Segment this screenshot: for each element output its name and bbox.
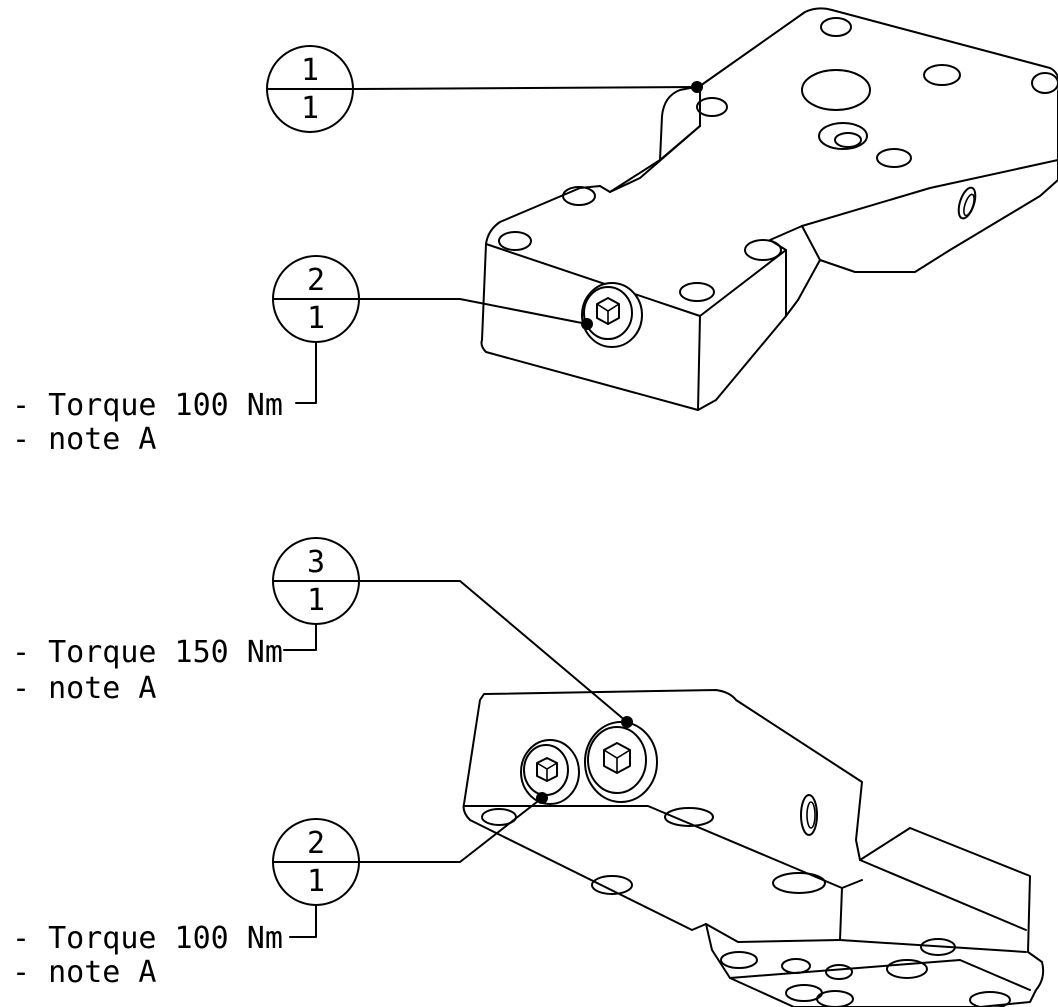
balloon-bottom-number: 1 [301, 91, 319, 126]
note-leader [289, 904, 317, 938]
counterbore-outer [818, 122, 868, 150]
hole [498, 231, 532, 251]
hole [562, 186, 596, 206]
balloon-bottom-number: 1 [307, 301, 325, 336]
balloon-3: 3 1 [272, 537, 360, 625]
balloon-top-number: 3 [307, 545, 325, 580]
top-part [480, 7, 1058, 411]
hole [481, 808, 517, 826]
balloon-top-number: 2 [307, 263, 325, 298]
hole [696, 97, 728, 117]
note-reference: - note A [12, 422, 157, 457]
hole [1031, 72, 1058, 94]
counterbore-inner [834, 132, 862, 148]
hex-screw-small [520, 739, 580, 805]
note-torque: - Torque 100 Nm [12, 388, 283, 423]
note-leader [295, 341, 317, 404]
hole [820, 17, 852, 37]
hex-screw [581, 282, 643, 348]
side-port [800, 794, 818, 836]
note-reference: - note A [12, 671, 157, 706]
note-1: - Torque 100 Nm - note A [12, 388, 283, 457]
balloon-top-number: 2 [307, 826, 325, 861]
note-leader [283, 623, 317, 651]
balloon-bottom-number: 1 [307, 583, 325, 618]
note-2: - Torque 150 Nm - note A [12, 635, 283, 706]
balloon-2: 2 1 [272, 255, 360, 343]
hole [876, 148, 912, 168]
hole [744, 239, 782, 261]
note-reference: - note A [12, 955, 157, 990]
hex-screw-large [584, 721, 658, 803]
hole [781, 958, 811, 974]
hole [720, 951, 758, 969]
hole [772, 872, 826, 894]
hole [825, 964, 853, 980]
hole [591, 875, 633, 895]
leader-line [358, 797, 543, 863]
hole [679, 282, 715, 302]
balloon-1: 1 1 [266, 45, 354, 133]
note-3: - Torque 100 Nm - note A [12, 921, 283, 990]
hole [664, 807, 714, 827]
hole [923, 64, 961, 86]
leader-line [358, 580, 628, 723]
hole [969, 991, 1011, 1007]
hole [816, 990, 854, 1007]
bottom-part [462, 689, 1045, 1007]
hole [920, 938, 956, 956]
note-torque: - Torque 150 Nm [12, 635, 283, 670]
balloon-bottom-number: 1 [307, 864, 325, 899]
leader-line [352, 86, 698, 90]
hole-large [801, 69, 871, 111]
balloon-4: 2 1 [272, 818, 360, 906]
balloon-top-number: 1 [301, 53, 319, 88]
note-torque: - Torque 100 Nm [12, 921, 283, 956]
hole [886, 959, 928, 979]
leader-line [358, 298, 588, 325]
